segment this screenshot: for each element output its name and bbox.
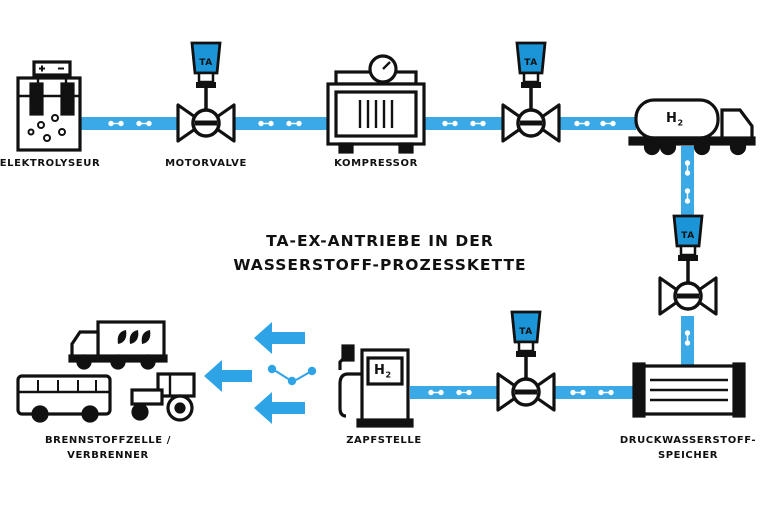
title-line-1: TA-EX-ANTRIEBE IN DER: [266, 232, 494, 250]
bus-icon: [16, 374, 112, 423]
pipe-truck-down: [681, 146, 694, 226]
pipe-valve4-zapfstelle: [410, 386, 500, 399]
label-brennstoff-line1: BRENNSTOFFZELLE /: [44, 435, 172, 446]
pipe-network: [80, 117, 694, 399]
label-motorvalve: MOTORVALVE: [165, 158, 247, 169]
actuator-label-3: TA: [681, 231, 695, 241]
arrow-left-top: [254, 322, 305, 354]
label-brennstoffzelle: BRENNSTOFFZELLE / VERBRENNER: [45, 433, 171, 463]
flow-arrows: [204, 322, 305, 424]
pipe-motorvalve-kompressor: [232, 117, 328, 130]
label-druckspeicher-line2: SPEICHER: [657, 450, 719, 461]
zapfstelle-icon: [338, 344, 414, 428]
truck-h2-label: H2: [666, 111, 684, 128]
h2-molecule-marks: [108, 120, 691, 396]
pipe-speicher-valve4: [552, 386, 638, 399]
label-zapfstelle: ZAPFSTELLE: [346, 435, 422, 446]
title-line-2: WASSERSTOFF-PROZESSKETTE: [233, 256, 527, 274]
arrow-left-mid: [204, 360, 252, 392]
label-druckspeicher-line1: DRUCKWASSERSTOFF-: [619, 435, 757, 446]
label-brennstoff-line2: VERBRENNER: [67, 450, 149, 461]
delivery-truck-icon: [68, 320, 168, 370]
h2-molecule-free: [267, 364, 317, 386]
druckspeicher-icon: [632, 362, 746, 418]
diagram-title: TA-EX-ANTRIEBE IN DER WASSERSTOFF-PROZES…: [170, 229, 590, 277]
kompressor-icon: [326, 54, 426, 154]
label-elektrolyseur: ELEKTROLYSEUR: [0, 158, 101, 169]
actuator-label-2: TA: [524, 58, 538, 68]
pipe-elektrolyseur-motorvalve: [80, 117, 180, 130]
pipe-valve2-truck: [558, 117, 636, 130]
pipe-kompressor-valve2: [425, 117, 505, 130]
arrow-left-bottom: [254, 392, 305, 424]
label-druckspeicher: DRUCKWASSERSTOFF- SPEICHER: [620, 433, 756, 463]
actuator-label-4: TA: [519, 327, 533, 337]
label-kompressor: KOMPRESSOR: [334, 158, 418, 169]
actuator-label-1: TA: [199, 58, 213, 68]
elektrolyseur-icon: [16, 60, 82, 152]
h2-truck-icon: [628, 98, 756, 156]
tractor-icon: [130, 372, 196, 422]
zapfstelle-h2-label: H2: [374, 363, 392, 380]
